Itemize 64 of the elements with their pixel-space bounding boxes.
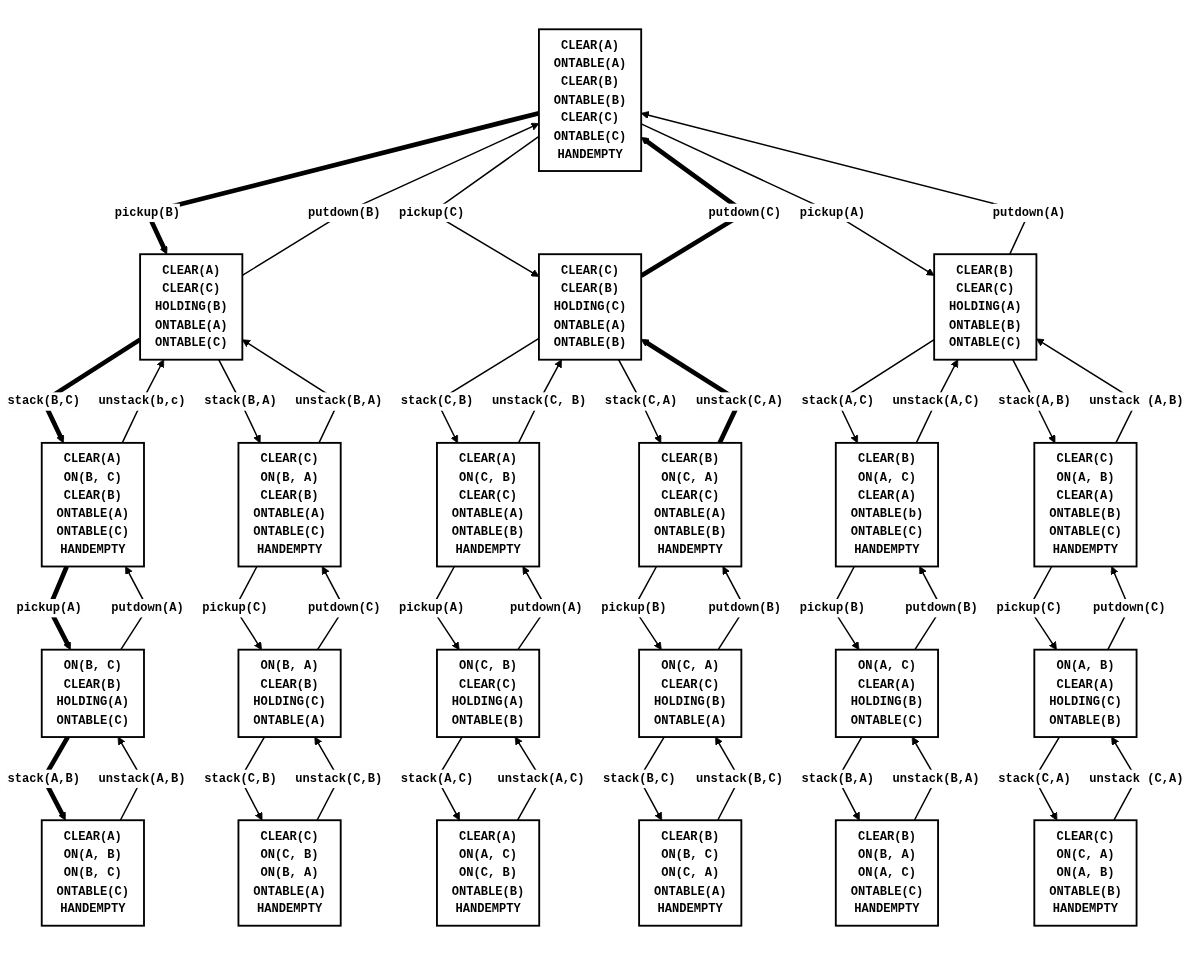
edge-label: pickup(B) xyxy=(799,600,865,615)
edge-label: unstack(B,A) xyxy=(892,771,980,786)
node-box: CLEAR(C) ON(C, A) ON(A, B) ONTABLE(B) HANDEMPTY xyxy=(1033,819,1138,927)
edge-label: stack(B,A) xyxy=(801,771,875,786)
edge-label: putdown(B) xyxy=(905,600,978,615)
node-box: ON(A, B) CLEAR(A) HOLDING(C) ONTABLE(B) xyxy=(1033,648,1138,738)
edge-label: unstack(b,c) xyxy=(98,394,186,409)
edge-label: unstack(A,B) xyxy=(98,771,186,786)
edge-label: putdown(A) xyxy=(510,600,583,615)
edge-label: putdown(B) xyxy=(708,600,782,615)
node-box: CLEAR(B) ON(B, C) ON(C, A) ONTABLE(A) HANDEMPTY xyxy=(638,819,743,927)
edge-label: stack(C,B) xyxy=(400,394,474,409)
edge-label: unstack(A,C) xyxy=(497,771,585,786)
edge-label: stack(B,C) xyxy=(7,394,80,409)
edge-label: pickup(A) xyxy=(16,600,82,615)
edge-label: pickup(C) xyxy=(399,205,465,220)
edge-label: stack(C,A) xyxy=(604,394,678,409)
node-box: ON(B, A) CLEAR(B) HOLDING(C) ONTABLE(A) xyxy=(237,648,342,738)
edge-label: unstack(A,C) xyxy=(892,394,980,409)
edge-label: stack(A,B) xyxy=(7,771,80,786)
edge-label: pickup(B) xyxy=(601,600,667,615)
node-box: ON(A, C) CLEAR(A) HOLDING(B) ONTABLE(C) xyxy=(834,648,939,738)
edge-label: pickup(C) xyxy=(202,600,268,615)
node-box: CLEAR(C) ON(A, B) CLEAR(A) ONTABLE(B) ONTABLE(C) HANDEMPTY xyxy=(1033,441,1138,568)
edge-label: unstack(B,C) xyxy=(695,771,783,786)
edge-label: putdown(C) xyxy=(1092,600,1166,615)
node-box: ON(C, A) CLEAR(C) HOLDING(B) ONTABLE(A) xyxy=(638,648,743,738)
node-box: ON(C, B) CLEAR(C) HOLDING(A) ONTABLE(B) xyxy=(436,648,541,738)
node-box: CLEAR(B) ON(C, A) CLEAR(C) ONTABLE(A) ONTABLE(B) HANDEMPTY xyxy=(638,441,743,568)
edge-label: unstack (C,A) xyxy=(1089,771,1184,786)
edge-label: stack(B,A) xyxy=(204,394,277,409)
edge-label: stack(A,C) xyxy=(400,771,474,786)
edge-label: pickup(C) xyxy=(996,600,1062,615)
node-box: CLEAR(C) CLEAR(B) HOLDING(C) ONTABLE(A) ONTABLE(B) xyxy=(538,253,643,361)
edge-label: putdown(C) xyxy=(708,205,782,220)
edge-label: unstack (A,B) xyxy=(1089,394,1184,409)
edge-label: putdown(B) xyxy=(307,205,381,220)
node-box: CLEAR(C) ON(C, B) ON(B, A) ONTABLE(A) HANDEMPTY xyxy=(237,819,342,927)
node-box: CLEAR(A) ON(A, B) ON(B, C) ONTABLE(C) HANDEMPTY xyxy=(40,819,145,927)
node-box: CLEAR(A) ONTABLE(A) CLEAR(B) ONTABLE(B) CLEAR(C) ONTABLE(C) HANDEMPTY xyxy=(538,28,643,172)
node-box: CLEAR(A) CLEAR(C) HOLDING(B) ONTABLE(A) ONTABLE(C) xyxy=(139,253,244,361)
edge-label: stack(C,A) xyxy=(998,771,1071,786)
node-box: ON(B, C) CLEAR(B) HOLDING(A) ONTABLE(C) xyxy=(40,648,145,738)
edge-label: stack(A,B) xyxy=(998,394,1071,409)
edge-label: stack(C,B) xyxy=(204,771,277,786)
node-box: CLEAR(A) ON(A, C) ON(C, B) ONTABLE(B) HANDEMPTY xyxy=(436,819,541,927)
edge-label: unstack(B,A) xyxy=(295,394,383,409)
node-box: CLEAR(B) CLEAR(C) HOLDING(A) ONTABLE(B) ONTABLE(C) xyxy=(933,253,1038,361)
edge-label: unstack(C, B) xyxy=(491,394,587,409)
node-box: CLEAR(B) ON(B, A) ON(A, C) ONTABLE(C) HANDEMPTY xyxy=(834,819,939,927)
edge-label: putdown(C) xyxy=(307,600,381,615)
edge-label: pickup(A) xyxy=(799,205,865,220)
edge-label: unstack(C,B) xyxy=(295,771,383,786)
edge-label: putdown(A) xyxy=(111,600,184,615)
node-box: CLEAR(A) ON(B, C) CLEAR(B) ONTABLE(A) ONTABLE(C) HANDEMPTY xyxy=(40,441,145,568)
edge-label: stack(A,C) xyxy=(801,394,875,409)
node-box: CLEAR(A) ON(C, B) CLEAR(C) ONTABLE(A) ONTABLE(B) HANDEMPTY xyxy=(436,441,541,568)
edge-label: pickup(A) xyxy=(399,600,465,615)
node-box: CLEAR(B) ON(A, C) CLEAR(A) ONTABLE(b) ONTABLE(C) HANDEMPTY xyxy=(834,441,939,568)
edge-label: pickup(B) xyxy=(114,205,181,220)
edge-label: stack(B,C) xyxy=(602,771,676,786)
edge-label: unstack(C,A) xyxy=(695,394,783,409)
node-box: CLEAR(C) ON(B, A) CLEAR(B) ONTABLE(A) ONTABLE(C) HANDEMPTY xyxy=(237,441,342,568)
edge-label: putdown(A) xyxy=(992,205,1066,220)
